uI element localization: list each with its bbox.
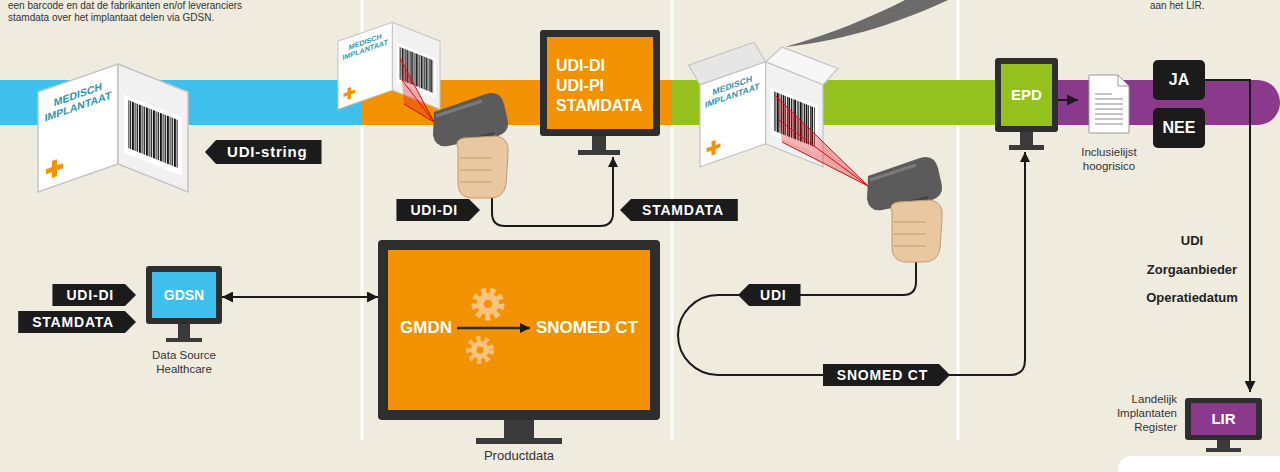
registry-field: Operatiedatum [1132, 288, 1252, 308]
text-slot: MEDISCH IMPLANTAAT [41, 75, 115, 125]
data-tag: UDI-string [205, 140, 322, 164]
node-text: Landelijk Implantaten Register [1095, 392, 1177, 434]
connector-arrow [1205, 80, 1250, 392]
document-icon [1089, 75, 1129, 133]
node-text: Productdata [378, 448, 660, 464]
node-text: Inclusielijst hoogrisico [1078, 145, 1140, 173]
node-text: GMDN [400, 318, 470, 338]
mapping-arrow [457, 327, 530, 330]
node-text: LIR [1191, 408, 1256, 430]
label-slot: Operatiedatum [1132, 288, 1252, 308]
data-tag: UDI-DI [52, 284, 136, 306]
node-text: Data Source Healthcare [146, 348, 222, 376]
note-panel [1118, 456, 1280, 472]
inclusion-list-document: Inclusielijst hoogrisico [1078, 75, 1140, 185]
text-slot: Data Source Healthcare [146, 348, 222, 376]
node-text: JA [1153, 60, 1205, 100]
label-slot: UDI [1132, 231, 1252, 251]
node-text: MEDISCH IMPLANTAAT [340, 30, 390, 64]
node-text: SNOMED CT [536, 318, 654, 338]
text-slot: JA [1153, 60, 1205, 100]
decision-yes: JA [1153, 60, 1205, 100]
flow-line [678, 152, 1025, 375]
text-slot: MEDISCH IMPLANTAAT [340, 30, 390, 64]
connector-arrow [1058, 99, 1078, 101]
monitor [1185, 398, 1262, 452]
data-tag: STAMDATA [620, 199, 738, 221]
gdsn-monitor: GDSN Data Source Healthcare [146, 266, 222, 378]
epd-monitor: EPD [995, 58, 1058, 132]
label-slot: SNOMED CT [823, 364, 950, 386]
flow-line [492, 157, 613, 226]
label-slot: een barcode en dat de fabrikanten en/of … [8, 0, 278, 24]
barcode-scanner [867, 157, 942, 262]
label-slot: Zorgaanbieder [1132, 260, 1252, 280]
implant-box [338, 22, 440, 109]
node-text: NEE [1153, 108, 1205, 148]
implant-label-face: MEDISCH IMPLANTAAT [41, 75, 115, 141]
text-slot: UDI-DI UDI-PI STAMDATA [556, 56, 656, 116]
decision-no: NEE [1153, 108, 1205, 148]
registry-field: UDI [1132, 231, 1252, 251]
section-divider [362, 0, 958, 440]
productdata-monitor: GMDN SNOMED CT Productdata [378, 240, 660, 468]
implant-label-face: MEDISCH IMPLANTAAT [340, 30, 390, 75]
implant-box [38, 64, 188, 192]
text-slot: SNOMED CT [536, 318, 654, 338]
data-tag: UDI-DI [396, 199, 480, 221]
connector-arrow [222, 296, 378, 298]
text-slot: MEDISCH IMPLANTAAT [702, 71, 763, 112]
text-slot: NEE [1153, 108, 1205, 148]
text-slot: Productdata [378, 448, 660, 464]
barcode-scanner [433, 93, 508, 198]
udi-monitor: UDI-DI UDI-PI STAMDATA [540, 30, 660, 136]
label-slot: STAMDATA [18, 311, 136, 333]
monitor [540, 30, 660, 155]
node-text: UDI-DI UDI-PI STAMDATA [556, 56, 656, 116]
text-slot: Inclusielijst hoogrisico [1078, 145, 1140, 173]
monitor [995, 58, 1058, 150]
text-slot: Landelijk Implantaten Register [1095, 392, 1177, 434]
text-slot: GMDN [400, 318, 470, 338]
text-slot: LIR [1191, 408, 1256, 430]
monitor [378, 240, 660, 444]
node-text: MEDISCH IMPLANTAAT [702, 71, 763, 112]
label-slot: UDI [738, 284, 801, 306]
text-slot: GDSN [146, 284, 222, 306]
monitor [146, 266, 222, 342]
node-text: GDSN [146, 284, 222, 306]
label-slot: UDI-DI [52, 284, 136, 306]
registry-field: Zorgaanbieder [1132, 260, 1252, 280]
data-tag: STAMDATA [18, 311, 136, 333]
intro-note: aan het LIR. [1150, 0, 1204, 12]
data-tag: UDI [738, 284, 801, 306]
text-slot: EPD [995, 84, 1058, 106]
implant-label-face: MEDISCH IMPLANTAAT [702, 71, 763, 125]
node-text: MEDISCH IMPLANTAAT [41, 75, 115, 125]
node-text: EPD [995, 84, 1058, 106]
label-slot: UDI-string [205, 140, 322, 164]
data-tag: SNOMED CT [823, 364, 950, 386]
label-slot: UDI-DI [396, 199, 480, 221]
scalpel [785, 0, 948, 47]
lir-monitor: LIR Landelijk Implantaten Register [1095, 392, 1262, 452]
intro-note: een barcode en dat de fabrikanten en/of … [8, 0, 278, 24]
label-slot: STAMDATA [620, 199, 738, 221]
gears [469, 291, 501, 361]
label-slot: aan het LIR. [1150, 0, 1204, 12]
